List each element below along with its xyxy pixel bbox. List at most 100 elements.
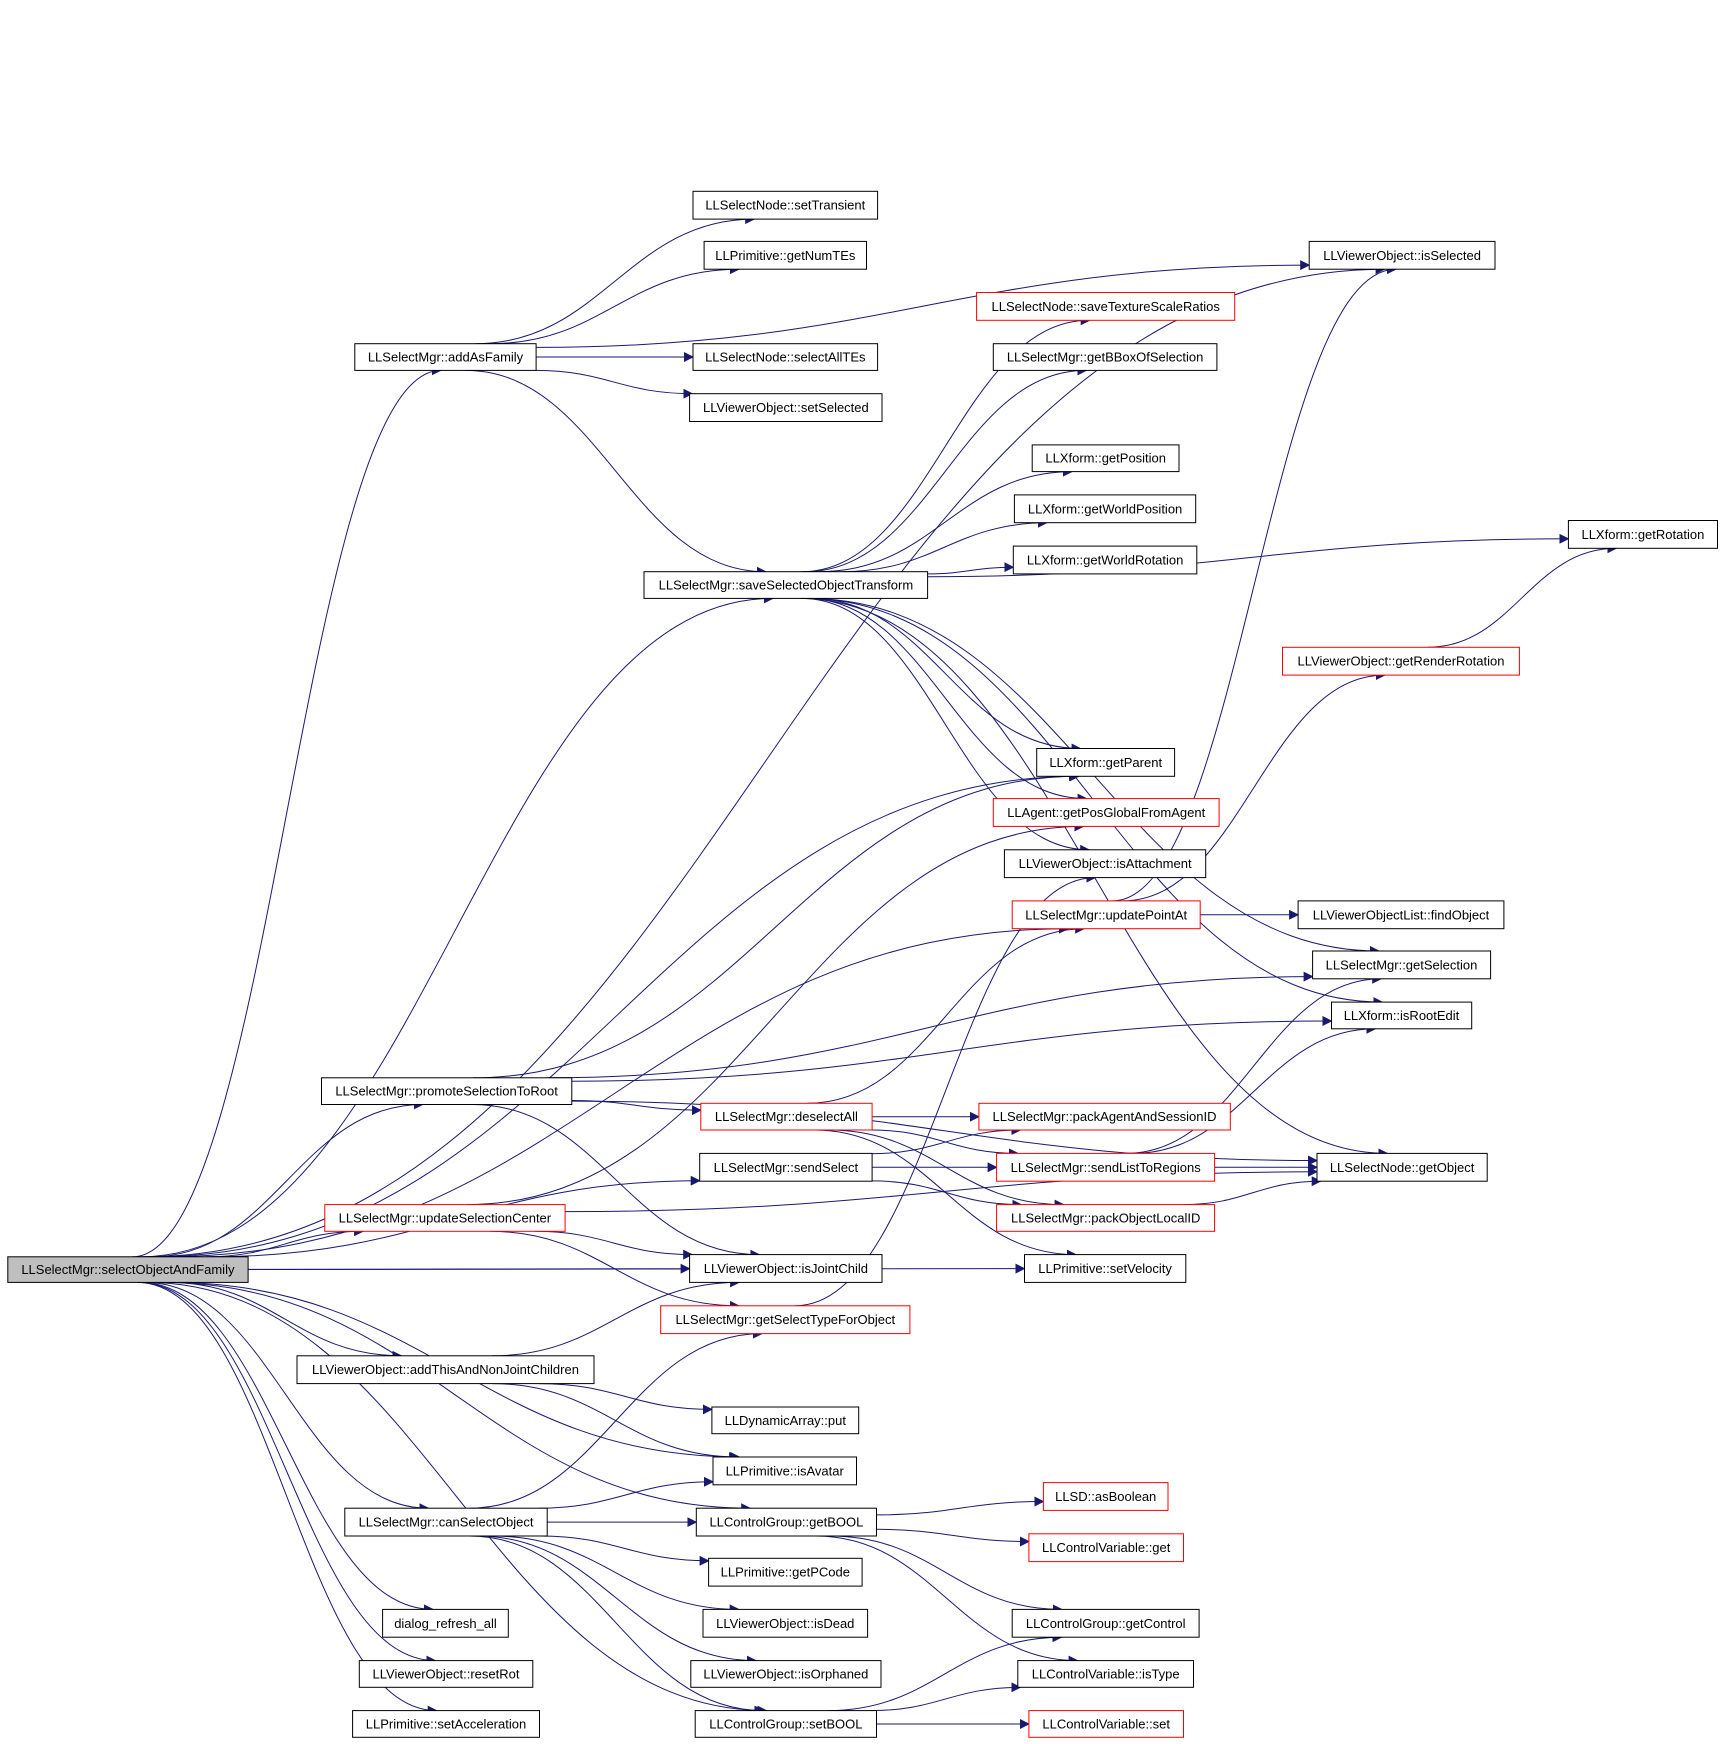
- node-box: [1012, 545, 1198, 575]
- node-label: LLSelectNode::setTransient: [705, 198, 865, 213]
- node-isJointChild[interactable]: LLViewerObject::isJointChild: [689, 1254, 883, 1283]
- node-getBOOL[interactable]: LLControlGroup::getBOOL: [695, 1507, 877, 1537]
- node-label: LLDynamicArray::put: [725, 1413, 847, 1428]
- node-box: [992, 343, 1218, 371]
- node-saveTexScale[interactable]: LLSelectNode::saveTextureScaleRatios: [976, 292, 1236, 321]
- edge-getBOOL-to-asBoolean: [876, 1496, 1045, 1516]
- node-getPosition[interactable]: LLXform::getPosition: [1031, 444, 1180, 473]
- node-box: [711, 1406, 860, 1435]
- node-box: [690, 1660, 882, 1688]
- node-canSelect[interactable]: LLSelectMgr::canSelectObject: [344, 1507, 548, 1537]
- edge-addThis-to-put: [538, 1383, 713, 1415]
- node-label: LLViewerObject::addThisAndNonJointChildr…: [312, 1362, 579, 1377]
- node-label: LLSelectMgr::deselectAll: [715, 1109, 858, 1124]
- node-saveSelXform[interactable]: LLSelectMgr::saveSelectedObjectTransform: [643, 571, 929, 599]
- node-label: LLSelectMgr::packObjectLocalID: [1011, 1210, 1200, 1225]
- node-box: [702, 1608, 869, 1638]
- node-label: LLSelectMgr::getBBoxOfSelection: [1007, 350, 1204, 365]
- node-dialogRefresh[interactable]: dialog_refresh_all: [382, 1608, 509, 1638]
- edge-setBOOL-to-getControl: [828, 1632, 1063, 1712]
- node-setAccel[interactable]: LLPrimitive::setAcceleration: [352, 1710, 540, 1738]
- edge-canSelect-to-isAvatar: [538, 1476, 714, 1509]
- node-isAttachment[interactable]: LLViewerObject::isAttachment: [1003, 849, 1207, 879]
- node-asBoolean[interactable]: LLSD::asBoolean: [1042, 1482, 1169, 1511]
- edge-getRenderRotation-to-getRotation: [1427, 543, 1618, 648]
- node-getPosGlobal[interactable]: LLAgent::getPosGlobalFromAgent: [992, 798, 1220, 827]
- node-updatePointAt[interactable]: LLSelectMgr::updatePointAt: [1011, 900, 1201, 930]
- node-label: LLSelectNode::saveTextureScaleRatios: [992, 299, 1221, 314]
- node-deselectAll[interactable]: LLSelectMgr::deselectAll: [700, 1102, 873, 1131]
- nodes-layer: LLSelectMgr::selectObjectAndFamilyLLSele…: [7, 190, 1719, 1738]
- edge-canSelect-to-getSelectType: [469, 1328, 763, 1509]
- node-addAsFamily[interactable]: LLSelectMgr::addAsFamily: [354, 343, 537, 371]
- node-label: LLControlGroup::getControl: [1026, 1616, 1186, 1631]
- node-packObjLocal[interactable]: LLSelectMgr::packObjectLocalID: [996, 1204, 1216, 1232]
- node-box: [689, 1254, 883, 1283]
- node-getNumTEs[interactable]: LLPrimitive::getNumTEs: [703, 240, 867, 270]
- node-getRenderRotation[interactable]: LLViewerObject::getRenderRotation: [1282, 646, 1520, 676]
- node-box: [692, 343, 879, 371]
- node-packAgent[interactable]: LLSelectMgr::packAgentAndSessionID: [978, 1102, 1231, 1131]
- edge-updateSelCenter-to-isJointChild: [534, 1230, 694, 1260]
- node-isAvatar[interactable]: LLPrimitive::isAvatar: [712, 1456, 857, 1486]
- node-root[interactable]: LLSelectMgr::selectObjectAndFamily: [7, 1256, 249, 1283]
- node-label: LLXform::getWorldPosition: [1028, 501, 1182, 516]
- edge-promote-to-deselectAll: [571, 1100, 702, 1116]
- node-label: LLControlVariable::isType: [1032, 1666, 1180, 1681]
- edge-root-to-canSelect: [143, 1281, 430, 1514]
- node-addThis[interactable]: LLViewerObject::addThisAndNonJointChildr…: [296, 1355, 595, 1385]
- node-updateSelCenter[interactable]: LLSelectMgr::updateSelectionCenter: [324, 1204, 566, 1232]
- node-setSelected[interactable]: LLViewerObject::setSelected: [689, 393, 883, 423]
- node-getSelectType[interactable]: LLSelectMgr::getSelectTypeForObject: [660, 1305, 911, 1335]
- node-getWorldPosition[interactable]: LLXform::getWorldPosition: [1013, 494, 1197, 524]
- node-box: [1312, 950, 1492, 980]
- node-getObject[interactable]: LLSelectNode::getObject: [1316, 1152, 1488, 1182]
- node-cvGet[interactable]: LLControlVariable::get: [1028, 1533, 1185, 1563]
- node-isOrphaned[interactable]: LLViewerObject::isOrphaned: [690, 1660, 882, 1688]
- node-box: [643, 571, 929, 599]
- node-label: LLSD::asBoolean: [1055, 1489, 1156, 1504]
- edge-addAsFamily-to-isSelected: [536, 260, 1311, 348]
- node-isDead[interactable]: LLViewerObject::isDead: [702, 1608, 869, 1638]
- edge-setBOOL-to-isType: [871, 1682, 1022, 1712]
- node-setTransient[interactable]: LLSelectNode::setTransient: [692, 190, 879, 220]
- node-cvSet[interactable]: LLControlVariable::set: [1028, 1710, 1185, 1738]
- node-promote[interactable]: LLSelectMgr::promoteSelectionToRoot: [321, 1077, 573, 1106]
- node-getParent[interactable]: LLXform::getParent: [1036, 748, 1176, 777]
- node-label: LLViewerObject::isSelected: [1323, 248, 1481, 263]
- edge-getBOOL-to-getControl: [830, 1535, 1063, 1615]
- node-box: [1331, 1001, 1473, 1030]
- node-sendSelect[interactable]: LLSelectMgr::sendSelect: [699, 1152, 873, 1182]
- node-box: [296, 1355, 595, 1385]
- edge-saveSelXform-to-getWorldRotation: [927, 562, 1015, 575]
- node-box: [1567, 520, 1719, 549]
- node-setVelocity[interactable]: LLPrimitive::setVelocity: [1024, 1254, 1187, 1283]
- node-box: [978, 1102, 1231, 1131]
- node-isSelected[interactable]: LLViewerObject::isSelected: [1308, 240, 1496, 270]
- node-getPCode[interactable]: LLPrimitive::getPCode: [708, 1557, 863, 1587]
- node-getWorldRotation[interactable]: LLXform::getWorldRotation: [1012, 545, 1198, 575]
- node-getBBox[interactable]: LLSelectMgr::getBBoxOfSelection: [992, 343, 1218, 371]
- node-findObject[interactable]: LLViewerObjectList::findObject: [1297, 900, 1505, 930]
- node-label: LLPrimitive::isAvatar: [726, 1463, 845, 1478]
- node-label: LLPrimitive::setVelocity: [1038, 1261, 1172, 1276]
- edge-root-to-updatePointAt: [163, 923, 1069, 1258]
- node-isRootEdit[interactable]: LLXform::isRootEdit: [1331, 1001, 1473, 1030]
- node-getControl[interactable]: LLControlGroup::getControl: [1011, 1608, 1200, 1638]
- node-sendList[interactable]: LLSelectMgr::sendListToRegions: [996, 1152, 1216, 1182]
- node-getRotation[interactable]: LLXform::getRotation: [1567, 520, 1719, 549]
- edge-canSelect-to-isDead: [492, 1535, 740, 1615]
- edge-saveSelXform-to-saveTexScale: [801, 315, 1091, 573]
- node-isType[interactable]: LLControlVariable::isType: [1017, 1660, 1194, 1688]
- node-box: [700, 1102, 873, 1131]
- node-setBOOL[interactable]: LLControlGroup::setBOOL: [694, 1710, 878, 1738]
- edge-root-to-getBOOL: [161, 1281, 752, 1514]
- edge-saveSelXform-to-getBBox: [804, 365, 1088, 573]
- node-put[interactable]: LLDynamicArray::put: [711, 1406, 860, 1435]
- node-box: [1003, 849, 1207, 879]
- node-label: LLViewerObject::isOrphaned: [703, 1666, 868, 1681]
- node-getSelection[interactable]: LLSelectMgr::getSelection: [1312, 950, 1492, 980]
- node-resetRot[interactable]: LLViewerObject::resetRot: [358, 1660, 534, 1688]
- node-selectAllTEs[interactable]: LLSelectNode::selectAllTEs: [692, 343, 879, 371]
